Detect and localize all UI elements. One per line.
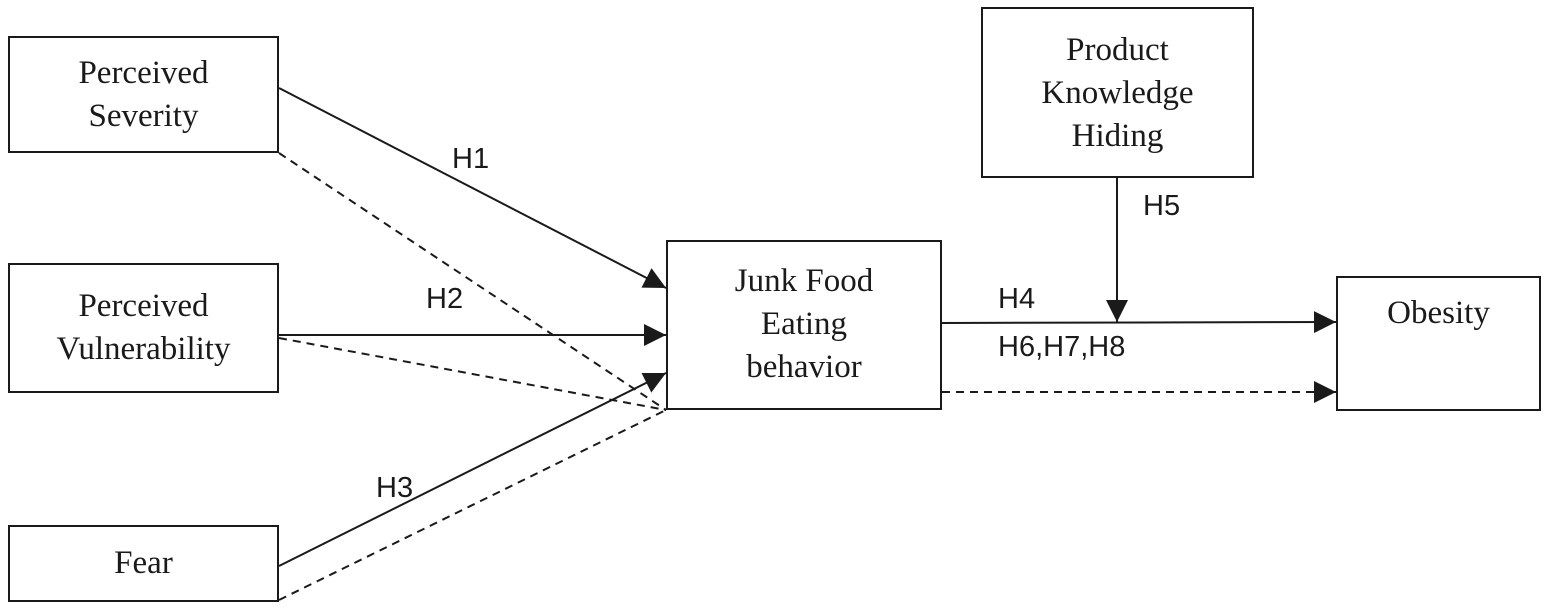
node-obesity-label: Obesity [1387, 295, 1490, 331]
node-fear-label: Fear [114, 545, 173, 581]
dashed-edge-severity [278, 152, 667, 411]
edge-fear-to-junk [278, 372, 667, 567]
node-product-knowledge-hiding: Product Knowledge Hiding [981, 7, 1254, 178]
node-perceived-vulnerability-label: Perceived Vulnerability [56, 288, 231, 367]
node-obesity: Obesity [1336, 276, 1541, 411]
node-fear: Fear [8, 525, 279, 602]
hypothesis-label-h1: H1 [452, 143, 490, 175]
hypothesis-label-h5: H5 [1143, 190, 1181, 222]
node-product-knowledge-hiding-label: Product Knowledge Hiding [1041, 32, 1194, 154]
node-junk-food-eating-behavior-label: Junk Food Eating behavior [734, 263, 874, 385]
edge-junk-to-obesity [941, 311, 1337, 334]
dashed-edge-vulnerability [278, 337, 667, 411]
dashed-edge-fear [278, 409, 667, 601]
hypothesis-label-h4: H4 [998, 283, 1036, 315]
hypothesis-label-h3: H3 [376, 472, 414, 504]
node-perceived-vulnerability: Perceived Vulnerability [8, 263, 279, 393]
node-perceived-severity: Perceived Severity [8, 36, 279, 153]
node-junk-food-eating-behavior: Junk Food Eating behavior [666, 240, 942, 410]
edge-severity-to-junk [278, 87, 667, 289]
hypothesis-label-h2: H2 [426, 283, 464, 315]
hypothesis-label-h6-h7-h8: H6,H7,H8 [998, 331, 1126, 363]
node-perceived-severity-label: Perceived Severity [78, 54, 209, 134]
